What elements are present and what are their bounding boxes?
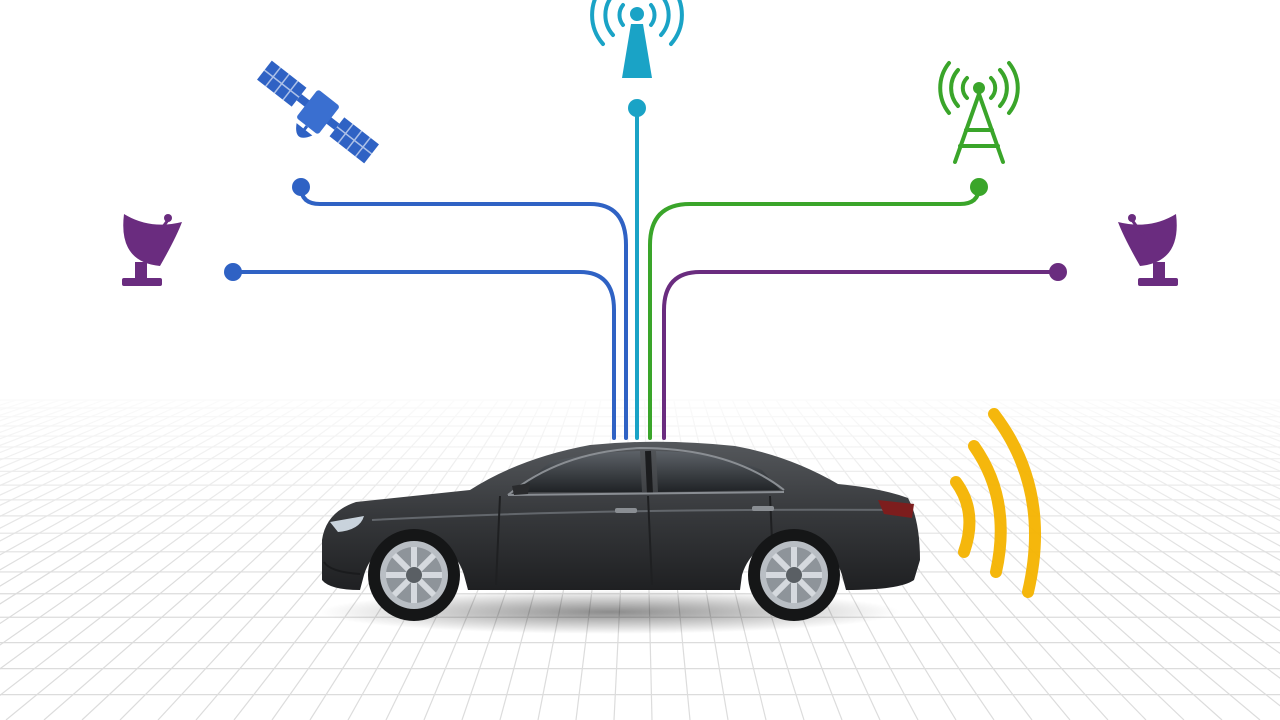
endpoint-top-tower <box>628 99 646 117</box>
line-left-dish <box>231 270 616 440</box>
signal-waves-icon <box>950 408 1042 598</box>
sedan-car-icon <box>322 441 920 621</box>
wifi-tower-icon <box>590 0 684 78</box>
car-window-rear <box>656 451 780 492</box>
line-satellite <box>299 185 628 440</box>
car-body <box>322 441 920 590</box>
line-cell-tower <box>648 185 981 440</box>
rear-wheel <box>748 529 840 621</box>
front-wheel <box>368 529 460 621</box>
connection-lines <box>231 106 1060 440</box>
car-shadow <box>320 590 900 634</box>
endpoint-left-dish <box>224 263 242 281</box>
endpoint-cell-tower <box>970 178 988 196</box>
satellite-dish-icon-left <box>122 214 182 286</box>
line-right-dish <box>662 270 1060 440</box>
cell-tower-icon <box>938 61 1020 164</box>
endpoint-satellite <box>292 178 310 196</box>
car-window-front <box>515 451 642 492</box>
endpoint-right-dish <box>1049 263 1067 281</box>
satellite-dish-icon-right <box>1118 214 1178 286</box>
satellite-icon <box>257 60 379 164</box>
connection-endpoints <box>224 99 1067 281</box>
